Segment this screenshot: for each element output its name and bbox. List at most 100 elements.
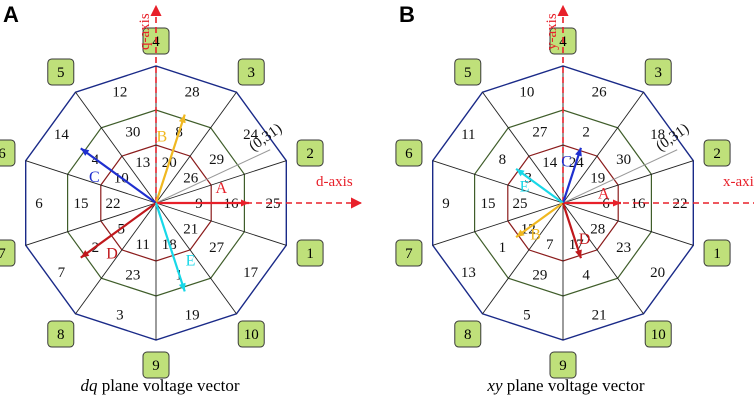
outer-vector-label: 21 — [592, 307, 607, 323]
voltage-vector-c: C — [80, 147, 157, 204]
outer-vector-label: 24 — [243, 127, 259, 143]
voltage-vector-b: B — [154, 114, 186, 204]
caption-text: plane voltage vector — [97, 376, 239, 395]
outer-vector-label: 5 — [523, 307, 531, 323]
sector-badge: 10 — [237, 320, 265, 348]
middle-vector-label: 1 — [499, 240, 507, 256]
sector-spoke — [75, 91, 157, 204]
middle-vector-label: 29 — [209, 152, 224, 168]
outer-vector-label: 25 — [266, 196, 281, 212]
sector-spoke — [155, 160, 287, 204]
outer-vector-label: 19 — [185, 307, 200, 323]
sector-number: 9 — [152, 358, 160, 374]
caption-plane-name: dq — [80, 376, 98, 395]
sector-badge: 5 — [454, 58, 482, 86]
sector-badge: 1 — [703, 239, 731, 267]
panel-letter: A — [3, 2, 19, 27]
middle-vector-label: 23 — [616, 240, 631, 256]
middle-vector-label: 16 — [631, 196, 647, 212]
middle-vector-label: 2 — [582, 125, 590, 141]
sector-spoke — [155, 202, 287, 246]
panel-caption: dq plane voltage vector — [80, 376, 239, 395]
sector-badge: 6 — [395, 139, 423, 167]
sector-spoke — [25, 160, 157, 204]
inner-vector-label: 14 — [542, 155, 558, 171]
vector-label: C — [89, 169, 100, 186]
outer-vector-label: 28 — [185, 85, 200, 101]
sector-number: 1 — [713, 246, 721, 262]
sector-spoke — [562, 202, 644, 315]
vector-label: E — [186, 252, 196, 269]
outer-vector-label: 9 — [442, 196, 450, 212]
middle-vector-label: 15 — [74, 196, 89, 212]
vector-label: A — [215, 180, 227, 197]
outer-vector-label: 14 — [54, 127, 70, 143]
sector-number: 10 — [244, 327, 259, 343]
panel-caption: xy plane voltage vector — [486, 376, 645, 395]
outer-vector-label: 18 — [650, 127, 665, 143]
sector-badge: 7 — [395, 239, 423, 267]
sector-badge: 6 — [0, 139, 16, 167]
sector-badge: 2 — [703, 139, 731, 167]
sector-number: 2 — [306, 146, 314, 162]
sector-spoke — [155, 91, 237, 204]
inner-vector-label: 26 — [183, 171, 199, 187]
sector-number: 6 — [0, 146, 6, 162]
outer-vector-label: 26 — [592, 85, 608, 101]
sector-number: 8 — [57, 327, 65, 343]
inner-vector-label: 22 — [106, 196, 121, 212]
sector-number: 10 — [651, 327, 666, 343]
outer-vector-label: 11 — [461, 127, 475, 143]
inner-vector-label: 19 — [590, 171, 605, 187]
voltage-vector-e: E — [515, 168, 564, 204]
voltage-vector-e: E — [154, 202, 196, 292]
sector-badge: 10 — [644, 320, 672, 348]
inner-vector-label: 11 — [135, 237, 149, 253]
inner-vector-label: 25 — [513, 196, 528, 212]
horizontal-axis-label: x-axis — [723, 174, 754, 190]
sector-number: 1 — [306, 246, 314, 262]
horizontal-axis-label: d-axis — [316, 174, 353, 190]
vector-label: C — [561, 153, 572, 170]
middle-vector-label: 27 — [209, 240, 225, 256]
middle-vector-label: 15 — [481, 196, 496, 212]
voltage-vector-d: D — [80, 202, 157, 263]
sector-number: 7 — [0, 246, 6, 262]
inner-vector-label: 21 — [183, 221, 198, 237]
vector-label: B — [157, 128, 168, 145]
zero-vector-ref-line — [562, 149, 678, 204]
inner-vector-label: 28 — [590, 221, 605, 237]
middle-vector-label: 23 — [125, 267, 140, 283]
outer-vector-label: 13 — [461, 265, 476, 281]
sector-number: 3 — [247, 65, 255, 81]
inner-vector-label: 13 — [135, 155, 150, 171]
sector-spoke — [562, 202, 694, 246]
sector-badge: 2 — [296, 139, 324, 167]
voltage-vector-a: A — [156, 180, 249, 207]
outer-vector-label: 22 — [673, 196, 688, 212]
sector-badge: 3 — [644, 58, 672, 86]
vertical-axis-label: y-axis — [544, 13, 560, 50]
sector-spoke — [25, 202, 157, 246]
sector-number: 5 — [57, 65, 65, 81]
sector-number: 7 — [405, 246, 413, 262]
vector-label: E — [520, 179, 530, 196]
zero-vector-ref-line — [155, 149, 271, 204]
outer-vector-label: 6 — [35, 196, 43, 212]
outer-vector-label: 20 — [650, 265, 665, 281]
sector-spoke — [562, 160, 694, 204]
voltage-vector-b: B — [515, 202, 564, 244]
sector-spoke — [432, 160, 564, 204]
vector-label: B — [530, 227, 541, 244]
sector-spoke — [155, 202, 237, 315]
panel-dq-plane: A(0,31)252428121467319171629830415223127… — [0, 2, 363, 395]
voltage-vector-d: D — [561, 202, 590, 259]
sector-badge: 5 — [47, 58, 75, 86]
sector-spoke — [562, 91, 644, 204]
middle-vector-label: 30 — [125, 125, 140, 141]
sector-badge: 1 — [296, 239, 324, 267]
sector-badge: 9 — [549, 351, 577, 379]
vertical-axis-label: q-axis — [137, 13, 153, 50]
